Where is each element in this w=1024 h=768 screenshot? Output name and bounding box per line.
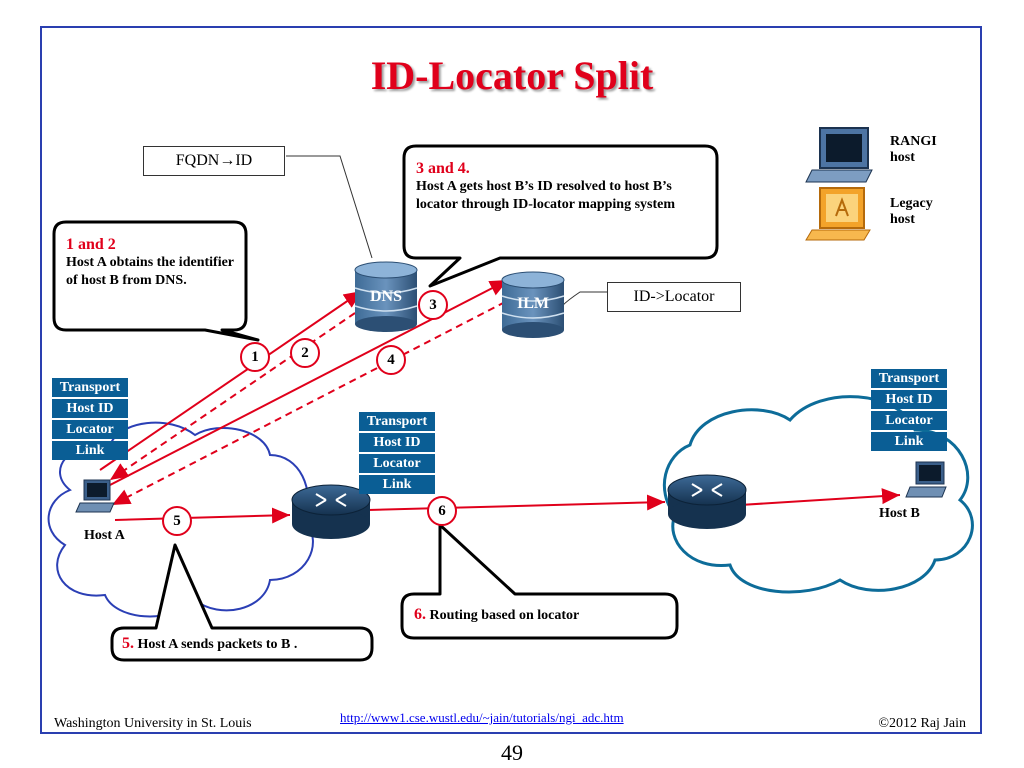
stack-layer-locator: Locator (52, 420, 128, 439)
legacy-host-icon (805, 187, 871, 241)
stack-layer-transport: Transport (359, 412, 435, 431)
ilm-database-icon (501, 271, 565, 338)
stack-layer-host-id: Host ID (871, 390, 947, 409)
step-6-marker: 6 (427, 496, 457, 526)
ilm-label: ILM (517, 295, 549, 312)
callout-6-text: 6. Routing based on locator (414, 606, 674, 625)
router-icon-right (667, 474, 747, 529)
router-icon-left (291, 484, 371, 539)
host-b-computer-icon (905, 461, 947, 498)
callout-3-4-body: Host A gets host B’s ID resolved to host… (416, 179, 675, 212)
rangi-host-icon (805, 127, 873, 183)
step6-arrow (367, 494, 666, 511)
callout-6 (400, 523, 679, 640)
fqdn-to-id-label: FQDN→ID (143, 146, 285, 176)
callout-1-2-heading: 1 and 2 (66, 236, 116, 253)
footer-copyright: ©2012 Raj Jain (878, 716, 966, 731)
callout-3-4-text: 3 and 4. Host A gets host B’s ID resolve… (416, 160, 712, 214)
stack-layer-link: Link (52, 441, 128, 460)
stack-layer-transport: Transport (52, 378, 128, 397)
protocol-stack-router: Transport Host ID Locator Link (359, 412, 435, 496)
stack-layer-link: Link (359, 475, 435, 494)
fqdn-leader (286, 155, 373, 259)
callout-3-4 (402, 144, 719, 288)
stack-layer-transport: Transport (871, 369, 947, 388)
legend-legacy-host: Legacy host (890, 196, 933, 227)
step5-arrow (114, 507, 291, 524)
step-4-marker: 4 (376, 345, 406, 375)
callout-1-2-body: Host A obtains the identifier of host B … (66, 255, 234, 288)
stack-layer-host-id: Host ID (52, 399, 128, 418)
id-to-locator-label: ID->Locator (607, 282, 741, 312)
dns-label: DNS (369, 288, 402, 305)
callout-5-text: 5. Host A sends packets to B . (122, 635, 372, 654)
stack-layer-link: Link (871, 432, 947, 451)
stack-layer-host-id: Host ID (359, 433, 435, 452)
footer-institution: Washington University in St. Louis (54, 716, 252, 731)
host-a-computer-icon (75, 479, 115, 513)
dns-database-icon (354, 261, 418, 332)
step-2-marker: 2 (290, 338, 320, 368)
final-arrow (739, 488, 901, 506)
idloc-leader (561, 291, 607, 307)
callout-5-body: Host A sends packets to B . (137, 637, 298, 652)
footer-link[interactable]: http://www1.cse.wustl.edu/~jain/tutorial… (340, 710, 624, 725)
stack-layer-locator: Locator (359, 454, 435, 473)
step-1-marker: 1 (240, 342, 270, 372)
slide-frame (40, 26, 982, 734)
step4-arrow (111, 301, 506, 506)
callout-6-heading: 6. (414, 606, 426, 623)
host-b-label: Host B (879, 506, 920, 521)
stack-layer-locator: Locator (871, 411, 947, 430)
protocol-stack-host-b: Transport Host ID Locator Link (871, 369, 947, 453)
legend-rangi-host: RANGI host (890, 134, 937, 165)
host-a-label: Host A (84, 528, 125, 543)
callout-1-2 (52, 220, 260, 342)
step1-arrow (99, 290, 363, 471)
callout-6-body: Routing based on locator (429, 608, 580, 623)
step-3-marker: 3 (418, 290, 448, 320)
page-title: ID-Locator Split (370, 53, 654, 98)
callout-5 (110, 543, 374, 662)
callout-3-4-heading: 3 and 4. (416, 160, 470, 177)
protocol-stack-host-a: Transport Host ID Locator Link (52, 378, 128, 462)
page-number: 49 (501, 740, 523, 765)
step-5-marker: 5 (162, 506, 192, 536)
callout-1-2-text: 1 and 2 Host A obtains the identifier of… (66, 236, 240, 290)
callout-5-heading: 5. (122, 635, 134, 652)
